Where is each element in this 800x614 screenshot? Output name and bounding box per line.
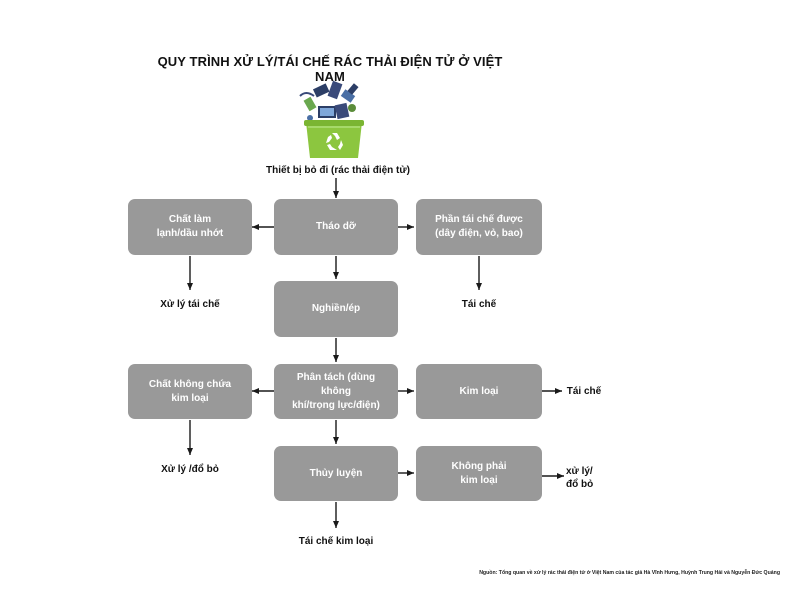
diagram-title: QUY TRÌNH XỬ LÝ/TÁI CHẾ RÁC THẢI ĐIỆN TỬ…: [157, 54, 503, 84]
box-coolant-oil: Chất làm lạnh/dầu nhớt: [128, 199, 252, 255]
output-recyclable: Tái chế: [461, 299, 497, 310]
box-metal: Kim loại: [416, 364, 542, 419]
box-non-metal: Không phải kim loại: [416, 446, 542, 501]
input-label: Thiết bị bỏ đi (rác thải điện tử): [266, 165, 410, 176]
source-note: Nguồn: Tổng quan về xử lý rác thải điện …: [479, 570, 780, 576]
output-non-metal-substance: Xử lý /đổ bỏ: [161, 464, 219, 475]
recycle-icon: [326, 133, 343, 150]
box-disassembly: Tháo dỡ: [274, 199, 398, 255]
box-separation: Phân tách (dùng không khí/trọng lực/điện…: [274, 364, 398, 419]
output-hydrometallurgy: Tái chế kim loại: [298, 536, 374, 547]
box-recyclable-parts: Phần tái chế được (dây điện, vỏ, bao): [416, 199, 542, 255]
output-non-metal: xử lý/ đổ bỏ: [566, 466, 594, 490]
recycle-bin-icon: [299, 80, 364, 158]
output-metal: Tái chế: [566, 386, 602, 397]
box-crushing: Nghiền/ép: [274, 281, 398, 337]
output-coolant: Xử lý tái chế: [160, 299, 220, 310]
box-non-metal-substance: Chất không chứa kim loại: [128, 364, 252, 419]
box-hydrometallurgy: Thủy luyện: [274, 446, 398, 501]
